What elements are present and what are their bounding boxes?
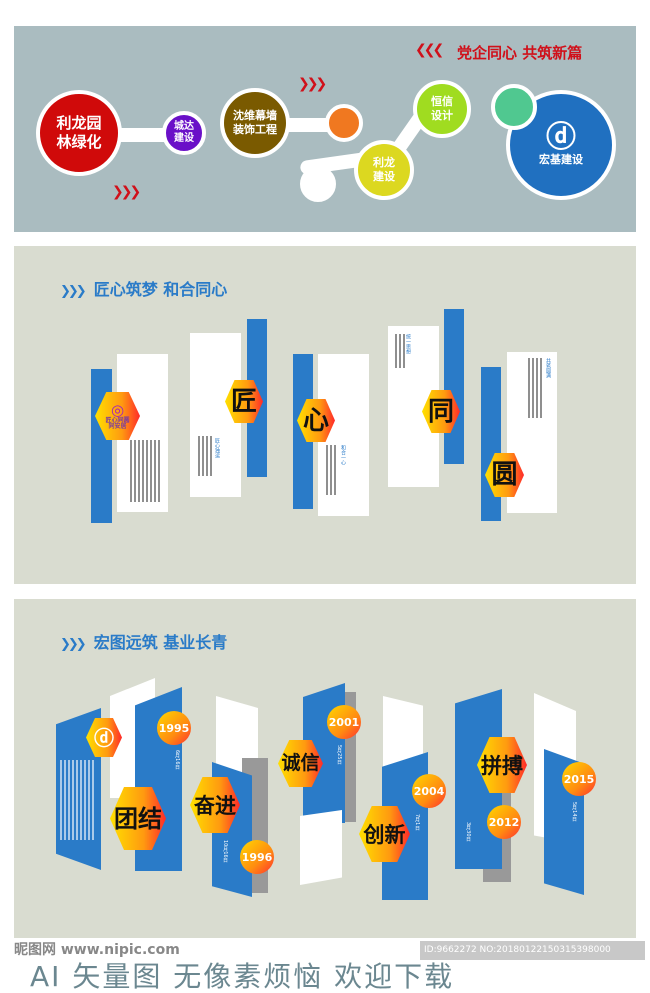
- history-title: ❯❯❯宏图远筑 基业长青: [60, 633, 228, 652]
- char-hex: 圆: [485, 453, 524, 497]
- date-label: 6月16日: [174, 750, 180, 770]
- connector-node: [300, 166, 336, 202]
- year-badge: 2015: [562, 762, 596, 796]
- card-subtitle: 统一思想: [405, 334, 411, 354]
- body-text: [198, 436, 212, 476]
- year-badge: 1995: [157, 711, 191, 745]
- bubble-lilong-build: 利龙建设: [354, 140, 414, 200]
- arrows-icon: ❯❯❯: [60, 637, 87, 652]
- logo-hex: ◎ 匠心同圆同安居: [95, 392, 140, 440]
- card-subtitle: 和合一心: [340, 445, 346, 465]
- arrows-icon: ❯❯❯: [60, 284, 87, 299]
- bubble-shenwei: 沈维幕墙装饰工程: [220, 88, 290, 158]
- word-hex: 拼搏: [477, 737, 527, 793]
- date-label: 5月14日: [571, 802, 577, 822]
- date-label: 3月30日: [465, 822, 471, 842]
- year-badge: 2012: [487, 805, 521, 839]
- craftsman-title: ❯❯❯匠心筑梦 和合同心: [60, 280, 228, 299]
- white-panel: [300, 810, 342, 885]
- hongji-logo-icon: ⓓ: [86, 718, 122, 757]
- blue-bar: [481, 367, 501, 521]
- arrows-right-icon: ❯❯❯: [298, 76, 327, 92]
- hongji-logo-icon: ⓓ: [546, 120, 576, 156]
- body-text: [395, 334, 405, 368]
- watermark-slogan: AI 矢量图 无像素烦恼 欢迎下载: [30, 960, 455, 993]
- date-label: 7月1日: [414, 814, 420, 831]
- bubble-lilong-garden: 利龙园林绿化: [36, 90, 122, 176]
- year-badge: 2001: [327, 705, 361, 739]
- bubble-green: [491, 84, 537, 130]
- bubble-hengxin: 恒信设计: [413, 80, 471, 138]
- year-badge: 2004: [412, 774, 446, 808]
- swirl-logo-icon: ◎: [110, 400, 125, 419]
- partner-slogan: 党企同心 共筑新篇: [457, 44, 583, 62]
- body-text: [130, 440, 160, 502]
- year-badge: 1996: [240, 840, 274, 874]
- date-label: 5月25日: [336, 745, 342, 765]
- char-hex: 同: [422, 390, 460, 433]
- body-text: [528, 358, 544, 418]
- watermark-id: ID:9662272 NO:20180122150315398000: [420, 941, 645, 960]
- card-subtitle: 匠心独运: [214, 438, 220, 458]
- bubble-chengda: 城达建设: [162, 111, 206, 155]
- body-text: [326, 445, 338, 495]
- arrows-left-icon: ❮❮❮: [415, 42, 444, 58]
- date-label: 10月16日: [222, 840, 228, 863]
- watermark-site: 昵图网 www.nipic.com: [14, 942, 180, 958]
- char-hex: 心: [297, 399, 335, 442]
- blue-bar: [444, 309, 464, 464]
- bubble-orange: [325, 104, 363, 142]
- history-text: [60, 760, 94, 840]
- arrows-right-icon: ❯❯❯: [112, 184, 141, 200]
- card-subtitle: 共筑圆满: [545, 358, 551, 378]
